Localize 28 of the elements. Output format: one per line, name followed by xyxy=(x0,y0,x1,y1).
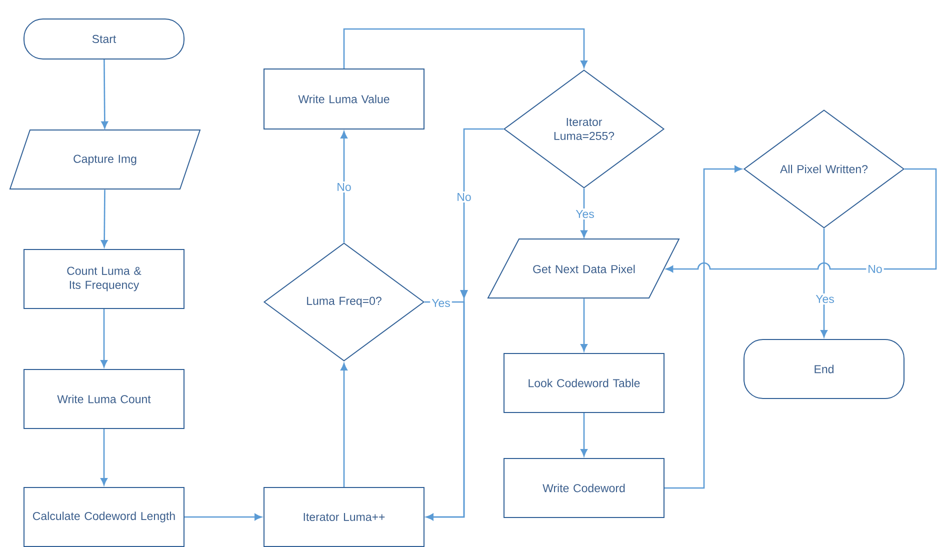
edge-label: No xyxy=(455,192,473,202)
edge-label: Yes xyxy=(814,293,836,304)
arrow xyxy=(664,166,742,489)
arrow xyxy=(100,309,108,368)
arrow xyxy=(340,131,348,242)
process-box: Calculate Codeword Length xyxy=(24,487,184,547)
process-box: Iterator Luma++ xyxy=(264,487,424,547)
edge-label: No xyxy=(335,181,353,192)
arrow xyxy=(666,168,937,272)
arrow xyxy=(100,190,108,248)
arrow xyxy=(343,28,588,68)
arrow xyxy=(580,413,588,456)
arrow xyxy=(340,363,348,487)
process-box: Look Codeword Table xyxy=(504,353,664,413)
process-box: Count Luma & Its Frequency xyxy=(24,249,184,309)
process-box: Write Luma Value xyxy=(264,68,424,130)
edge-label: Yes xyxy=(430,297,452,308)
arrow xyxy=(580,298,588,352)
arrow xyxy=(101,59,108,129)
arrow xyxy=(184,514,262,520)
edge-label: Yes xyxy=(574,208,596,220)
process-box: Write Luma Count xyxy=(24,369,184,429)
arrow xyxy=(100,429,108,486)
process-box: Write Codeword xyxy=(504,458,664,518)
arrow xyxy=(580,188,588,238)
edge-label: No xyxy=(866,263,884,274)
arrow xyxy=(820,228,828,338)
arrow xyxy=(424,301,465,520)
